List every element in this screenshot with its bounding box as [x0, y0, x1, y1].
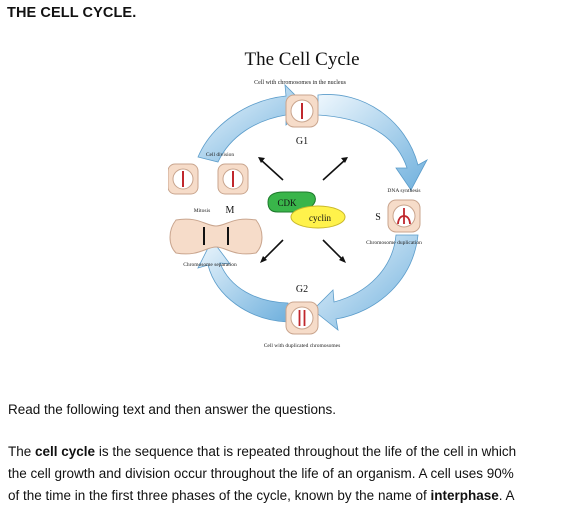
mitosis-label: Mitosis — [194, 208, 211, 214]
center-arrow-sw-head — [260, 256, 267, 263]
center-arrow-nw-head — [258, 157, 265, 163]
divided-cells — [168, 163, 249, 195]
cell-cycle-diagram: The Cell Cycle Cell with chromosomes in … — [168, 49, 428, 349]
arrow-g1-to-s — [317, 94, 428, 191]
dna-synthesis-label: DNA synthesis — [387, 188, 420, 194]
center-arrow-nw — [260, 159, 284, 181]
cyclin-label: cyclin — [309, 213, 331, 223]
paragraph-line-3: of the time in the first three phases of… — [8, 485, 566, 507]
separating-cell — [169, 218, 263, 255]
text-fragment: . A — [498, 488, 515, 503]
cyclin-protein — [290, 205, 346, 229]
s-label: S — [375, 212, 381, 223]
body-paragraph: The cell cycle is the sequence that is r… — [8, 441, 566, 507]
cdk-label: CDK — [277, 198, 297, 208]
center-arrow-se — [322, 239, 344, 261]
text-fragment: is the sequence that is repeated through… — [95, 444, 517, 459]
intro-text: Read the following text and then answer … — [8, 402, 336, 417]
cell-division-label: Cell division — [206, 152, 235, 158]
text-fragment: The — [8, 444, 36, 459]
g2-cell — [285, 301, 319, 335]
s-cell — [387, 199, 421, 233]
g1-cell — [285, 94, 319, 128]
chromosome-duplication-label: Chromosome duplication — [366, 240, 422, 246]
term-interphase: interphase — [430, 488, 499, 503]
diagram-title: The Cell Cycle — [244, 49, 359, 70]
page-heading: THE CELL CYCLE. — [7, 5, 137, 21]
center-arrow-sw — [262, 239, 284, 261]
center-arrow-ne-head — [341, 157, 348, 163]
center-arrow-ne — [322, 159, 346, 181]
m-label: M — [226, 205, 235, 216]
center-arrow-se-head — [339, 256, 346, 263]
arrow-s-to-g2 — [312, 234, 419, 331]
paragraph-line-2: the cell growth and division occur throu… — [8, 466, 514, 481]
g2-label: G2 — [296, 284, 308, 295]
diagram-subtitle: Cell with chromosomes in the nucleus — [254, 80, 346, 86]
paragraph-line-1: The cell cycle is the sequence that is r… — [8, 441, 566, 463]
term-cell-cycle: cell cycle — [35, 444, 96, 459]
text-fragment: of the time in the first three phases of… — [8, 488, 431, 503]
g1-label: G1 — [296, 136, 308, 147]
duplicated-label: Cell with duplicated chromosomes — [264, 343, 341, 349]
chromosome-separation-label: Chromosome separation — [183, 262, 237, 268]
